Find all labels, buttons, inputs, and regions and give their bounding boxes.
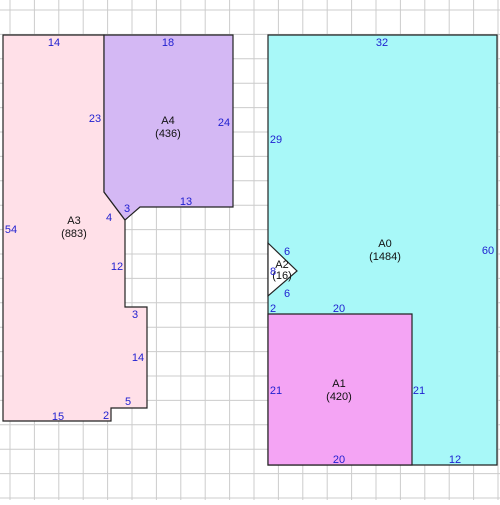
region-a2-name: A2: [275, 259, 288, 271]
dim-a4-left: 23: [89, 113, 101, 125]
dim-a1-top: 20: [333, 303, 345, 315]
region-a2-shape: [267, 241, 298, 298]
dim-a4-notch: 3: [124, 203, 130, 215]
dim-a3-left: 54: [5, 224, 17, 236]
dim-a1-bottom: 20: [333, 454, 345, 466]
region-a3-name: A3: [67, 215, 80, 227]
region-a1-area: (420): [326, 391, 352, 403]
dim-a2-upper: 6: [284, 246, 290, 258]
dim-a3-notch: 4: [106, 212, 112, 224]
region-a0-name: A0: [378, 238, 391, 250]
dim-a4-bottom: 13: [180, 196, 192, 208]
region-a0-area: (1484): [369, 251, 401, 263]
dim-a0-bottom: 12: [449, 454, 461, 466]
dim-a3-inner-vertical: 12: [111, 261, 123, 273]
dim-a0-right: 60: [482, 245, 494, 257]
region-a3-area: (883): [61, 228, 87, 240]
dim-a2-left: 8: [270, 266, 276, 278]
dim-a0-top: 32: [376, 37, 388, 49]
region-a1-shape: [267, 313, 413, 466]
dim-a4-top: 18: [162, 37, 174, 49]
dim-a1-right: 21: [413, 385, 425, 397]
region-a4-name: A4: [161, 115, 174, 127]
region-a4-area: (436): [155, 128, 181, 140]
region-a2-area: (16): [272, 270, 292, 282]
dim-a4-right: 24: [218, 117, 230, 129]
dim-a3-step: 3: [132, 309, 138, 321]
dim-a0-left-gap: 2: [270, 303, 276, 315]
dim-a3-bottom-step-h: 2: [103, 410, 109, 422]
dim-a1-left: 21: [270, 385, 282, 397]
region-a1-name: A1: [332, 378, 345, 390]
dim-a3-bottom-step-v: 5: [125, 396, 131, 408]
dim-a3-top: 14: [48, 37, 60, 49]
dim-a3-bottom: 15: [52, 411, 64, 423]
dim-a2-lower: 6: [284, 288, 290, 300]
dim-a0-left-upper: 29: [270, 134, 282, 146]
region-a4-shape: [103, 34, 234, 221]
dim-a3-lower-right: 14: [132, 352, 144, 364]
